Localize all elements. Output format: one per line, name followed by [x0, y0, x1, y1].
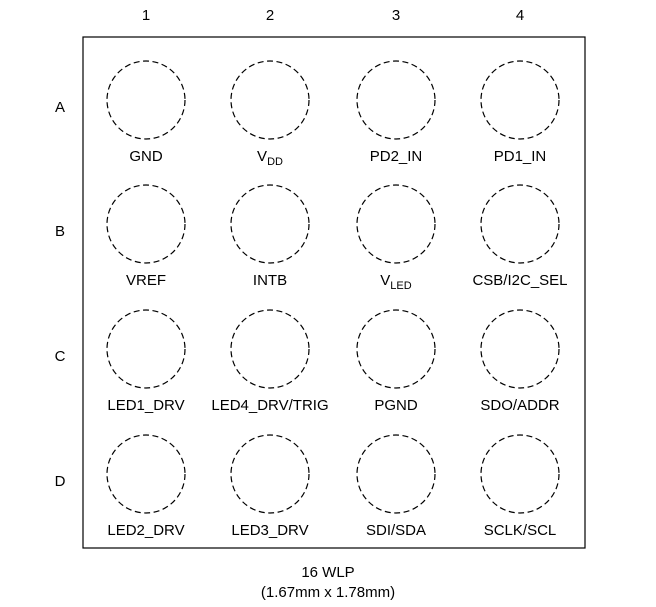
ball-c2: LED4_DRV/TRIG [211, 309, 329, 414]
pin-name: SDO/ADDR [480, 397, 559, 414]
pin-label: SDO/ADDR [480, 397, 559, 414]
ball-outline [356, 434, 436, 514]
row-header-b: B [55, 223, 65, 240]
ball-outline [356, 309, 436, 389]
column-header-4: 4 [516, 7, 524, 24]
pin-label: LED2_DRV [107, 522, 184, 539]
pin-name: LED3_DRV [231, 522, 308, 539]
ball-d2: LED3_DRV [230, 434, 310, 539]
ball-c3: PGND [356, 309, 436, 414]
ball-b1: VREF [106, 184, 186, 289]
ball-outline [230, 309, 310, 389]
ball-outline [106, 60, 186, 140]
ball-outline [230, 434, 310, 514]
pin-label: PD2_IN [370, 148, 423, 165]
package-name: 16 WLP [301, 564, 355, 581]
pin-name: LED1_DRV [107, 397, 184, 414]
pin-label: VREF [126, 272, 166, 289]
ball-d1: LED2_DRV [106, 434, 186, 539]
ball-a4: PD1_IN [480, 60, 560, 165]
ball-a1: GND [106, 60, 186, 165]
ball-d3: SDI/SDA [356, 434, 436, 539]
pin-label: SDI/SDA [366, 522, 426, 539]
ball-outline [106, 434, 186, 514]
ball-outline [480, 60, 560, 140]
pin-name-subscript: LED [390, 280, 411, 292]
pin-name: GND [129, 148, 163, 165]
package-size: (1.67mm x 1.78mm) [260, 584, 396, 601]
pin-label: INTB [253, 272, 287, 289]
package-outline [82, 36, 586, 549]
ball-outline [230, 184, 310, 264]
pin-name-subscript: DD [267, 156, 283, 168]
ball-outline [106, 184, 186, 264]
pin-label: GND [129, 148, 163, 165]
pin-name: INTB [253, 272, 287, 289]
pin-name: LED4_DRV/TRIG [211, 397, 328, 414]
pin-name: SCLK/SCL [484, 522, 557, 539]
pin-name: LED2_DRV [107, 522, 184, 539]
pin-name: VREF [126, 272, 166, 289]
ball-c1: LED1_DRV [106, 309, 186, 414]
ball-outline [356, 184, 436, 264]
ball-a2: VDD [230, 60, 310, 168]
column-header-2: 2 [266, 7, 274, 24]
column-header-3: 3 [392, 7, 400, 24]
pin-name: SDI/SDA [366, 522, 426, 539]
pin-label: CSB/I2C_SEL [472, 272, 567, 289]
row-header-a: A [55, 99, 65, 116]
pin-label: VDD [257, 148, 283, 168]
pin-label: LED3_DRV [231, 522, 308, 539]
pin-name: CSB/I2C_SEL [472, 272, 567, 289]
column-headers: 1 2 3 4 [142, 7, 524, 24]
ball-outline [356, 60, 436, 140]
row-header-d: D [55, 473, 66, 490]
pin-name: V [257, 148, 267, 165]
ball-outline [480, 309, 560, 389]
pin-label: VLED [380, 272, 411, 292]
ball-b3: VLED [356, 184, 436, 292]
pin-label: SCLK/SCL [484, 522, 557, 539]
pin-label: PGND [374, 397, 418, 414]
ball-b4: CSB/I2C_SEL [472, 184, 568, 289]
ball-outline [480, 184, 560, 264]
pin-name: PD1_IN [494, 148, 547, 165]
ball-c4: SDO/ADDR [480, 309, 560, 414]
ball-b2: INTB [230, 184, 310, 289]
ball-outline [230, 60, 310, 140]
pin-name: PGND [374, 397, 418, 414]
pin-label: LED4_DRV/TRIG [211, 397, 328, 414]
pin-label: PD1_IN [494, 148, 547, 165]
pin-name: V [380, 272, 390, 289]
row-headers: A B C D [55, 99, 66, 490]
ball-a3: PD2_IN [356, 60, 436, 165]
pin-label: LED1_DRV [107, 397, 184, 414]
ball-d4: SCLK/SCL [480, 434, 560, 539]
ball-outline [480, 434, 560, 514]
pin-name: PD2_IN [370, 148, 423, 165]
row-header-c: C [55, 348, 66, 365]
ball-outline [106, 309, 186, 389]
column-header-1: 1 [142, 7, 150, 24]
